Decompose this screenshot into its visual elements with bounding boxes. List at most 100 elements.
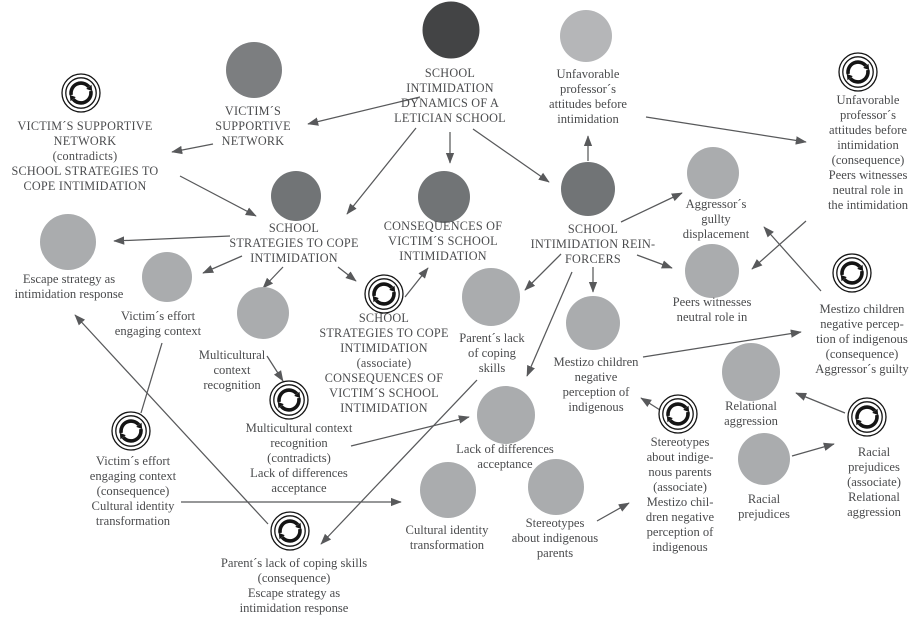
node-consequences-of-intimidation-circle bbox=[418, 171, 470, 223]
node-escape-strategy-circle bbox=[40, 214, 96, 270]
label-line: (consequence) bbox=[258, 571, 331, 585]
label-line: Parent´s lack of coping skills bbox=[221, 556, 367, 570]
label-line: VICTIM´S SCHOOL bbox=[388, 234, 498, 248]
label-line: STRATEGIES TO COPE bbox=[229, 236, 358, 250]
arrow-reinforcers-to-aggressor bbox=[620, 192, 683, 223]
label-line: about indigenous bbox=[512, 531, 598, 545]
label-line: DYNAMICS OF A bbox=[401, 96, 499, 110]
label-line: displacement bbox=[683, 227, 750, 241]
label-line: the intimidation bbox=[828, 198, 909, 212]
label-line: INTIMIDATION bbox=[340, 401, 428, 415]
arrow-parents-lack-to-consequence-label bbox=[320, 379, 478, 545]
label-line: Cultural identity bbox=[92, 499, 176, 513]
label-line: LETICIAN SCHOOL bbox=[394, 111, 506, 125]
label-line: nous parents bbox=[648, 465, 711, 479]
arrow-unfavorable-to-consequence-label bbox=[645, 116, 807, 145]
label-line: recognition bbox=[270, 436, 328, 450]
label-line: Mestizo children bbox=[820, 302, 906, 316]
label-line: Relational bbox=[725, 399, 777, 413]
label-line: intimidation bbox=[557, 112, 619, 126]
arrow-contradicts-label-to-strategies bbox=[179, 175, 257, 217]
label-line: CONSEQUENCES OF bbox=[325, 371, 444, 385]
node-relational-aggression-circle bbox=[722, 343, 780, 401]
label-line: context bbox=[213, 363, 251, 377]
label-line: VICTIM´S bbox=[225, 104, 281, 118]
arrow-strategies-to-multicultural bbox=[262, 266, 284, 289]
label-line: intimidation response bbox=[240, 601, 349, 615]
node-parents-lack-coping-circle bbox=[462, 268, 520, 326]
label-line: prejudices bbox=[738, 507, 790, 521]
arrows-layer bbox=[74, 96, 846, 545]
node-stereotypes-parents-circle bbox=[528, 459, 584, 515]
arrow-consequence-label-to-peers bbox=[751, 220, 807, 270]
node-intimidation-reinforcers-circle bbox=[561, 162, 615, 216]
label-line: about indige- bbox=[647, 450, 714, 464]
node-peers-witnesses-neutral-role-circle bbox=[685, 244, 739, 298]
node-cultural-identity-circle bbox=[420, 462, 476, 518]
label-line: perception of bbox=[647, 525, 715, 539]
node-racial-prejudices-circle bbox=[738, 433, 790, 485]
label-line: SUPPORTIVE bbox=[215, 119, 291, 133]
label-line: transformation bbox=[410, 538, 485, 552]
arrow-strategies-to-associate-icon bbox=[337, 266, 357, 282]
label-line: Racial bbox=[748, 492, 781, 506]
cycle-arrows-icon bbox=[365, 275, 403, 313]
label-line: aggression bbox=[724, 414, 779, 428]
label-line: Peers witnesses bbox=[829, 168, 908, 182]
node-school-intimidation-dynamics-circle bbox=[422, 1, 480, 59]
label-line: INTIMIDATION bbox=[340, 341, 428, 355]
label-line: Relational bbox=[848, 490, 900, 504]
label-line: Cultural identity bbox=[406, 523, 490, 537]
label-line: VICTIM´S SUPPORTIVE bbox=[17, 119, 152, 133]
label-line: (associate) bbox=[653, 480, 707, 494]
label-line: tion of indigenous bbox=[816, 332, 908, 346]
label-line: Victim´s effort bbox=[121, 309, 196, 323]
label-line: SCHOOL bbox=[359, 311, 409, 325]
node-unfavorable-professors-attitudes-circle bbox=[560, 10, 612, 62]
label-line: intimidation bbox=[837, 138, 899, 152]
label-line: neutral role in bbox=[677, 310, 748, 324]
arrow-stereotypes-to-associate-label bbox=[596, 502, 630, 522]
label-line: Multicultural context bbox=[246, 421, 353, 435]
arrow-title-to-network bbox=[307, 96, 421, 126]
cycle-arrows-icon bbox=[62, 74, 100, 112]
node-aggressors-gullty-displacement-circle bbox=[687, 147, 739, 199]
label-line: Mestizo chil- bbox=[647, 495, 714, 509]
cycle-arrows-icon bbox=[848, 398, 886, 436]
arrow-multicultural-to-contradicts-icon bbox=[266, 355, 284, 382]
label-line: professor´s bbox=[840, 108, 896, 122]
label-line: STRATEGIES TO COPE bbox=[319, 326, 448, 340]
cycle-arrows-icon bbox=[112, 412, 150, 450]
arrow-strategies-to-victims-effort bbox=[202, 255, 243, 274]
label-line: Lack of differences bbox=[456, 442, 554, 456]
label-line: Parent´s lack bbox=[459, 331, 525, 345]
arrow-reinforcers-to-peers bbox=[636, 254, 673, 269]
label-line: INTIMIDATION bbox=[250, 251, 338, 265]
arrow-associate-icon-to-relational bbox=[795, 392, 846, 414]
label-line: gullty bbox=[701, 212, 731, 226]
label-line: Unfavorable bbox=[837, 93, 900, 107]
label-line: NETWORK bbox=[54, 134, 117, 148]
cycle-arrows-icon bbox=[271, 512, 309, 550]
label-line: Escape strategy as bbox=[248, 586, 340, 600]
label-line: Victim´s effort bbox=[96, 454, 171, 468]
label-line: Lack of differences bbox=[250, 466, 348, 480]
label-line: VICTIM´S SCHOOL bbox=[329, 386, 439, 400]
